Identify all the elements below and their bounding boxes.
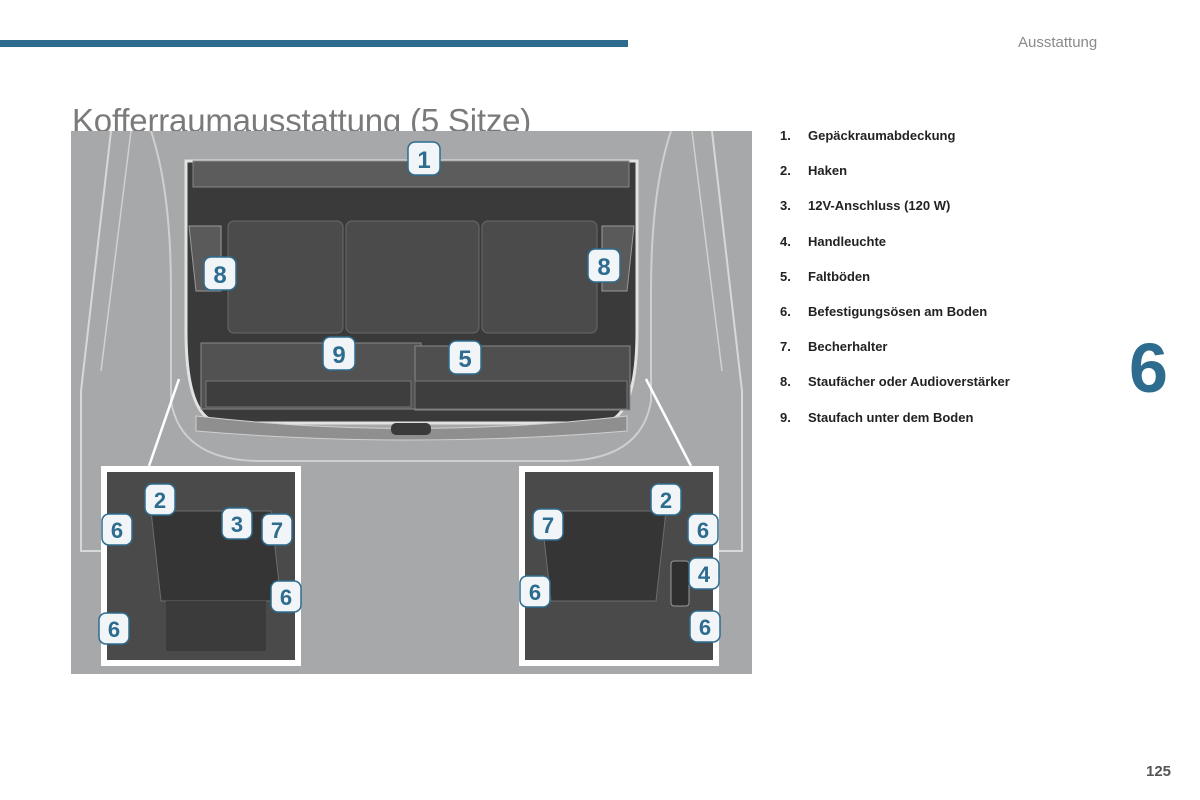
callout-badge: 1: [407, 141, 441, 176]
callout-badge: 4: [688, 557, 720, 590]
legend-item: 6.Befestigungsösen am Boden: [780, 303, 988, 319]
legend-item: 1.Gepäckraumabdeckung: [780, 128, 956, 143]
svg-text:4: 4: [698, 562, 711, 587]
trunk-illustration: 1 8 8 9 5 2 6 3: [71, 131, 752, 674]
legend-item: 5.Faltböden: [780, 268, 871, 284]
svg-text:2: 2: [660, 488, 672, 513]
legend-item: 4.Handleuchte: [780, 233, 887, 249]
callout-badge: 6: [519, 575, 551, 608]
page-number: 125: [1146, 763, 1172, 780]
svg-text:7: 7: [271, 518, 283, 543]
legend-item: 8.Staufächer oder Audioverstärker: [780, 374, 1010, 390]
callout-badge: 6: [101, 513, 133, 546]
svg-text:2: 2: [154, 488, 166, 513]
legend-item: 9.Staufach unter dem Boden: [780, 409, 974, 425]
svg-text:6: 6: [280, 585, 292, 610]
legend-item: 3.12V-Anschluss (120 W): [780, 198, 951, 214]
callout-badge: 8: [203, 256, 237, 291]
legend-list: 1.Gepäckraumabdeckung 2.Haken 3.12V-Ansc…: [780, 128, 1080, 445]
svg-text:6: 6: [529, 580, 541, 605]
svg-text:9: 9: [332, 342, 345, 369]
svg-text:6: 6: [108, 617, 120, 642]
svg-text:6: 6: [699, 615, 711, 640]
callout-badge: 6: [270, 580, 302, 613]
legend-item: 2.Haken: [780, 163, 848, 179]
svg-text:6: 6: [697, 518, 709, 543]
callout-badge: 2: [650, 483, 682, 516]
callout-badge: 6: [689, 610, 721, 643]
header-accent-bar: [0, 40, 628, 47]
callout-badge: 3: [221, 507, 253, 540]
svg-text:7: 7: [542, 513, 554, 538]
svg-text:8: 8: [213, 262, 226, 289]
callout-badge: 5: [448, 340, 482, 375]
section-label: Ausstattung: [1018, 34, 1098, 51]
chapter-number: 6: [1129, 329, 1168, 407]
svg-text:3: 3: [231, 512, 243, 537]
callout-badge: 6: [98, 612, 130, 645]
svg-text:8: 8: [597, 254, 610, 281]
svg-text:6: 6: [111, 518, 123, 543]
legend-item: 7.Becherhalter: [780, 339, 888, 355]
svg-text:5: 5: [458, 346, 471, 373]
svg-text:1: 1: [417, 147, 430, 174]
callout-badge: 7: [261, 513, 293, 546]
callout-badge: 8: [587, 248, 621, 283]
callout-badge: 2: [144, 483, 176, 516]
callout-badge: 7: [532, 508, 564, 541]
callout-badge: 9: [322, 336, 356, 371]
callout-badge: 6: [687, 513, 719, 546]
